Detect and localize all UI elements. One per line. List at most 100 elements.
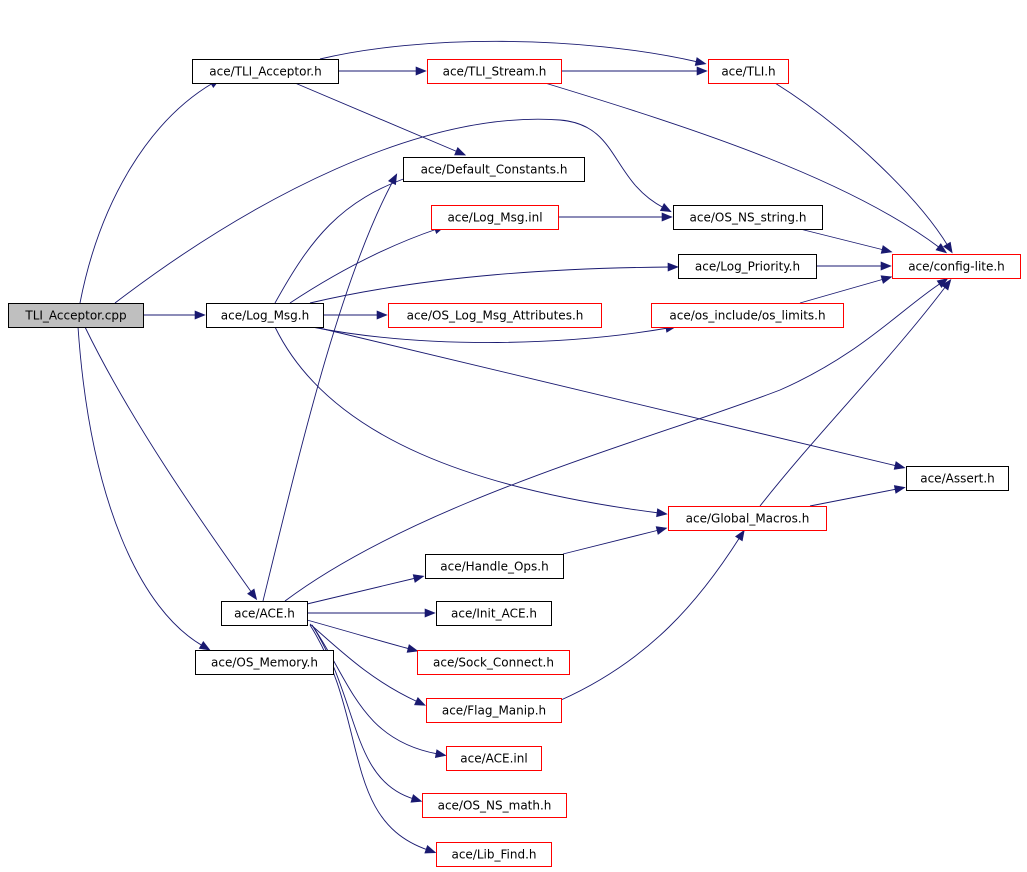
node-box <box>426 698 562 723</box>
edge-ace_h-to-init_ace_h <box>307 608 436 618</box>
node-tli-acceptor-h[interactable]: ace/TLI_Acceptor.h <box>192 59 339 84</box>
edge-os_ns_string_h-to-config_lite_h <box>799 228 893 254</box>
node-os-ns-math-h[interactable]: ace/OS_NS_math.h <box>422 793 567 818</box>
edge-log_msg_h-to-global_macros_h <box>274 326 668 518</box>
edge-tli_acceptor_h-to-default_constants_h <box>294 82 467 156</box>
node-log-msg-h[interactable]: ace/Log_Msg.h <box>206 303 324 328</box>
edge-line <box>799 228 885 251</box>
node-ace-h[interactable]: ace/ACE.h <box>221 601 308 626</box>
node-global-macros-h[interactable]: ace/Global_Macros.h <box>668 506 827 531</box>
node-label: ace/Init_ACE.h <box>451 607 537 621</box>
node-label: ace/config-lite.h <box>908 260 1005 274</box>
node-label: ace/Assert.h <box>920 472 995 486</box>
edge-arrowhead <box>735 529 745 542</box>
edge-arrowhead <box>410 794 423 803</box>
node-sock-connect-h[interactable]: ace/Sock_Connect.h <box>417 650 570 675</box>
edge-line <box>309 623 419 703</box>
edge-arrowhead <box>376 310 388 320</box>
node-label: ace/Global_Macros.h <box>686 512 810 526</box>
edge-line <box>114 118 665 304</box>
node-box <box>425 554 564 579</box>
node-os-memory-h[interactable]: ace/OS_Memory.h <box>195 650 334 675</box>
edge-line <box>306 619 411 650</box>
edge-arrowhead <box>893 461 906 470</box>
node-os-log-msg-attributes-h[interactable]: ace/OS_Log_Msg_Attributes.h <box>388 303 602 328</box>
node-tli-h[interactable]: ace/TLI.h <box>708 59 789 84</box>
node-os-limits-h[interactable]: ace/os_include/os_limits.h <box>651 303 844 328</box>
node-box <box>206 303 324 328</box>
edge-line <box>544 82 941 249</box>
edge-arrowhead <box>656 508 668 518</box>
edge-root-to-tli_acceptor_h <box>79 78 221 304</box>
edge-line <box>306 577 417 605</box>
node-config-lite-h[interactable]: ace/config-lite.h <box>892 254 1021 279</box>
edge-line <box>319 40 699 63</box>
node-root[interactable]: TLI_Acceptor.cpp <box>8 303 144 328</box>
edge-ace_h-to-handle_ops_h <box>306 574 425 605</box>
node-box <box>678 254 817 279</box>
node-lib-find-h[interactable]: ace/Lib_Find.h <box>436 842 552 867</box>
edge-line <box>84 326 253 594</box>
node-box <box>221 601 308 626</box>
node-box <box>436 842 552 867</box>
node-label: ace/Log_Priority.h <box>695 260 800 274</box>
node-box <box>906 466 1009 491</box>
edge-arrowhead <box>247 588 258 601</box>
edge-line <box>294 82 459 153</box>
edge-line <box>311 624 439 755</box>
edge-line <box>79 82 214 304</box>
edge-flag_manip_h-to-global_macros_h <box>560 529 745 701</box>
edge-line <box>562 529 660 555</box>
node-os-ns-string-h[interactable]: ace/OS_NS_string.h <box>673 205 823 230</box>
edge-arrowhead <box>893 485 906 494</box>
edge-arrowhead <box>880 261 892 271</box>
node-flag-manip-h[interactable]: ace/Flag_Manip.h <box>426 698 562 723</box>
edge-line <box>262 180 394 602</box>
edges-layer <box>77 40 953 854</box>
node-box <box>417 650 570 675</box>
edge-arrowhead <box>198 641 211 651</box>
node-label: ace/Log_Msg.h <box>221 309 309 323</box>
edge-line <box>560 536 741 701</box>
edge-arrowhead <box>406 644 419 653</box>
node-init-ace-h[interactable]: ace/Init_ACE.h <box>436 601 552 626</box>
edge-line <box>289 228 438 304</box>
node-box <box>192 59 339 84</box>
edge-arrowhead <box>667 262 679 272</box>
node-label: ace/OS_Memory.h <box>211 656 318 670</box>
edge-line <box>309 266 671 304</box>
node-label: ace/Flag_Manip.h <box>442 704 546 718</box>
node-log-priority-h[interactable]: ace/Log_Priority.h <box>678 254 817 279</box>
edge-ace_h-to-flag_manip_h <box>309 623 426 706</box>
node-box <box>403 157 585 182</box>
node-tli-stream-h[interactable]: ace/TLI_Stream.h <box>427 59 562 84</box>
edge-arrowhead <box>880 275 893 284</box>
node-assert-h[interactable]: ace/Assert.h <box>906 466 1009 491</box>
edge-arrowhead <box>194 310 206 320</box>
edge-log_msg_h-to-assert_h <box>314 326 906 470</box>
edge-global_macros_h-to-config_lite_h <box>759 278 952 507</box>
node-box <box>446 746 542 771</box>
node-box <box>195 650 334 675</box>
edge-handle_ops_h-to-global_macros_h <box>562 526 668 555</box>
edge-arrowhead <box>661 212 673 222</box>
node-log-msg-inl[interactable]: ace/Log_Msg.inl <box>431 205 559 230</box>
node-box <box>388 303 602 328</box>
edge-os_limits_h-to-config_lite_h <box>799 275 893 304</box>
edge-arrowhead <box>434 749 447 758</box>
edge-log_msg_h-to-log_priority_h <box>309 262 679 304</box>
edge-root-to-os_memory_h <box>77 326 211 651</box>
edge-arrowhead <box>454 147 467 156</box>
edge-line <box>314 326 898 467</box>
edge-tli_h-to-config_lite_h <box>774 82 953 254</box>
node-handle-ops-h[interactable]: ace/Handle_Ops.h <box>425 554 564 579</box>
edge-arrowhead <box>943 241 953 254</box>
node-label: ace/Log_Msg.inl <box>447 211 542 225</box>
node-default-constants-h[interactable]: ace/Default_Constants.h <box>403 157 585 182</box>
node-ace-inl[interactable]: ace/ACE.inl <box>446 746 542 771</box>
node-label: ace/OS_Log_Msg_Attributes.h <box>407 309 584 323</box>
node-box <box>427 59 562 84</box>
edge-log_msg_h-to-default_constants_h <box>274 172 421 304</box>
edge-arrowhead <box>387 173 398 186</box>
